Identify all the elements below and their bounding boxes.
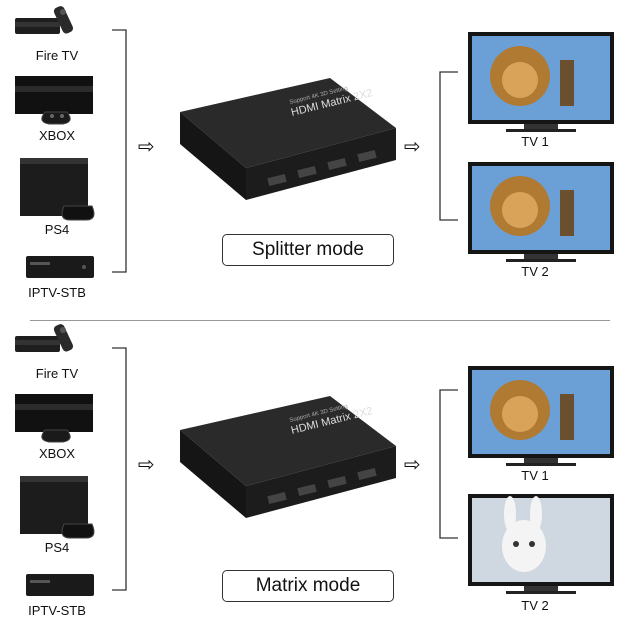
xbox-console-icon [15,394,93,443]
ps4-console-icon [20,158,95,221]
tv2-label: TV 2 [521,598,549,613]
tv2-icon [468,162,614,262]
xbox-console-icon [15,76,93,125]
source-label-iptv-stb: IPTV-STB [28,285,86,300]
tv1-label: TV 1 [521,468,549,483]
set-top-box-icon [26,574,94,596]
set-top-box-icon [26,256,94,278]
source-label-xbox: XBOX [38,446,76,461]
mode-label: Matrix mode [222,570,394,602]
source-label-ps4: PS4 [44,222,70,237]
fire-tv-icon [15,324,74,352]
ps4-console-icon [20,476,95,539]
right-arrow-icon: ⇨ [138,454,155,476]
source-label-xbox: XBOX [38,128,76,143]
source-bracket [112,347,127,591]
section-divider [30,320,610,321]
source-label-fire-tv: Fire TV [35,48,79,63]
tv2-icon [468,494,614,594]
mode-label: Splitter mode [222,234,394,266]
tv1-icon [468,366,614,466]
tv2-label: TV 2 [521,264,549,279]
right-arrow-icon: ⇨ [404,136,421,158]
output-bracket [439,71,458,221]
tv1-label: TV 1 [521,134,549,149]
source-label-ps4: PS4 [44,540,70,555]
source-label-iptv-stb: IPTV-STB [28,603,86,618]
hdmi-matrix-device [180,396,396,518]
output-bracket [439,389,458,539]
source-label-fire-tv: Fire TV [35,366,79,381]
tv1-icon [468,32,614,132]
fire-tv-icon [15,6,74,34]
right-arrow-icon: ⇨ [404,454,421,476]
hdmi-matrix-device [180,78,396,200]
right-arrow-icon: ⇨ [138,136,155,158]
source-bracket [112,29,127,273]
